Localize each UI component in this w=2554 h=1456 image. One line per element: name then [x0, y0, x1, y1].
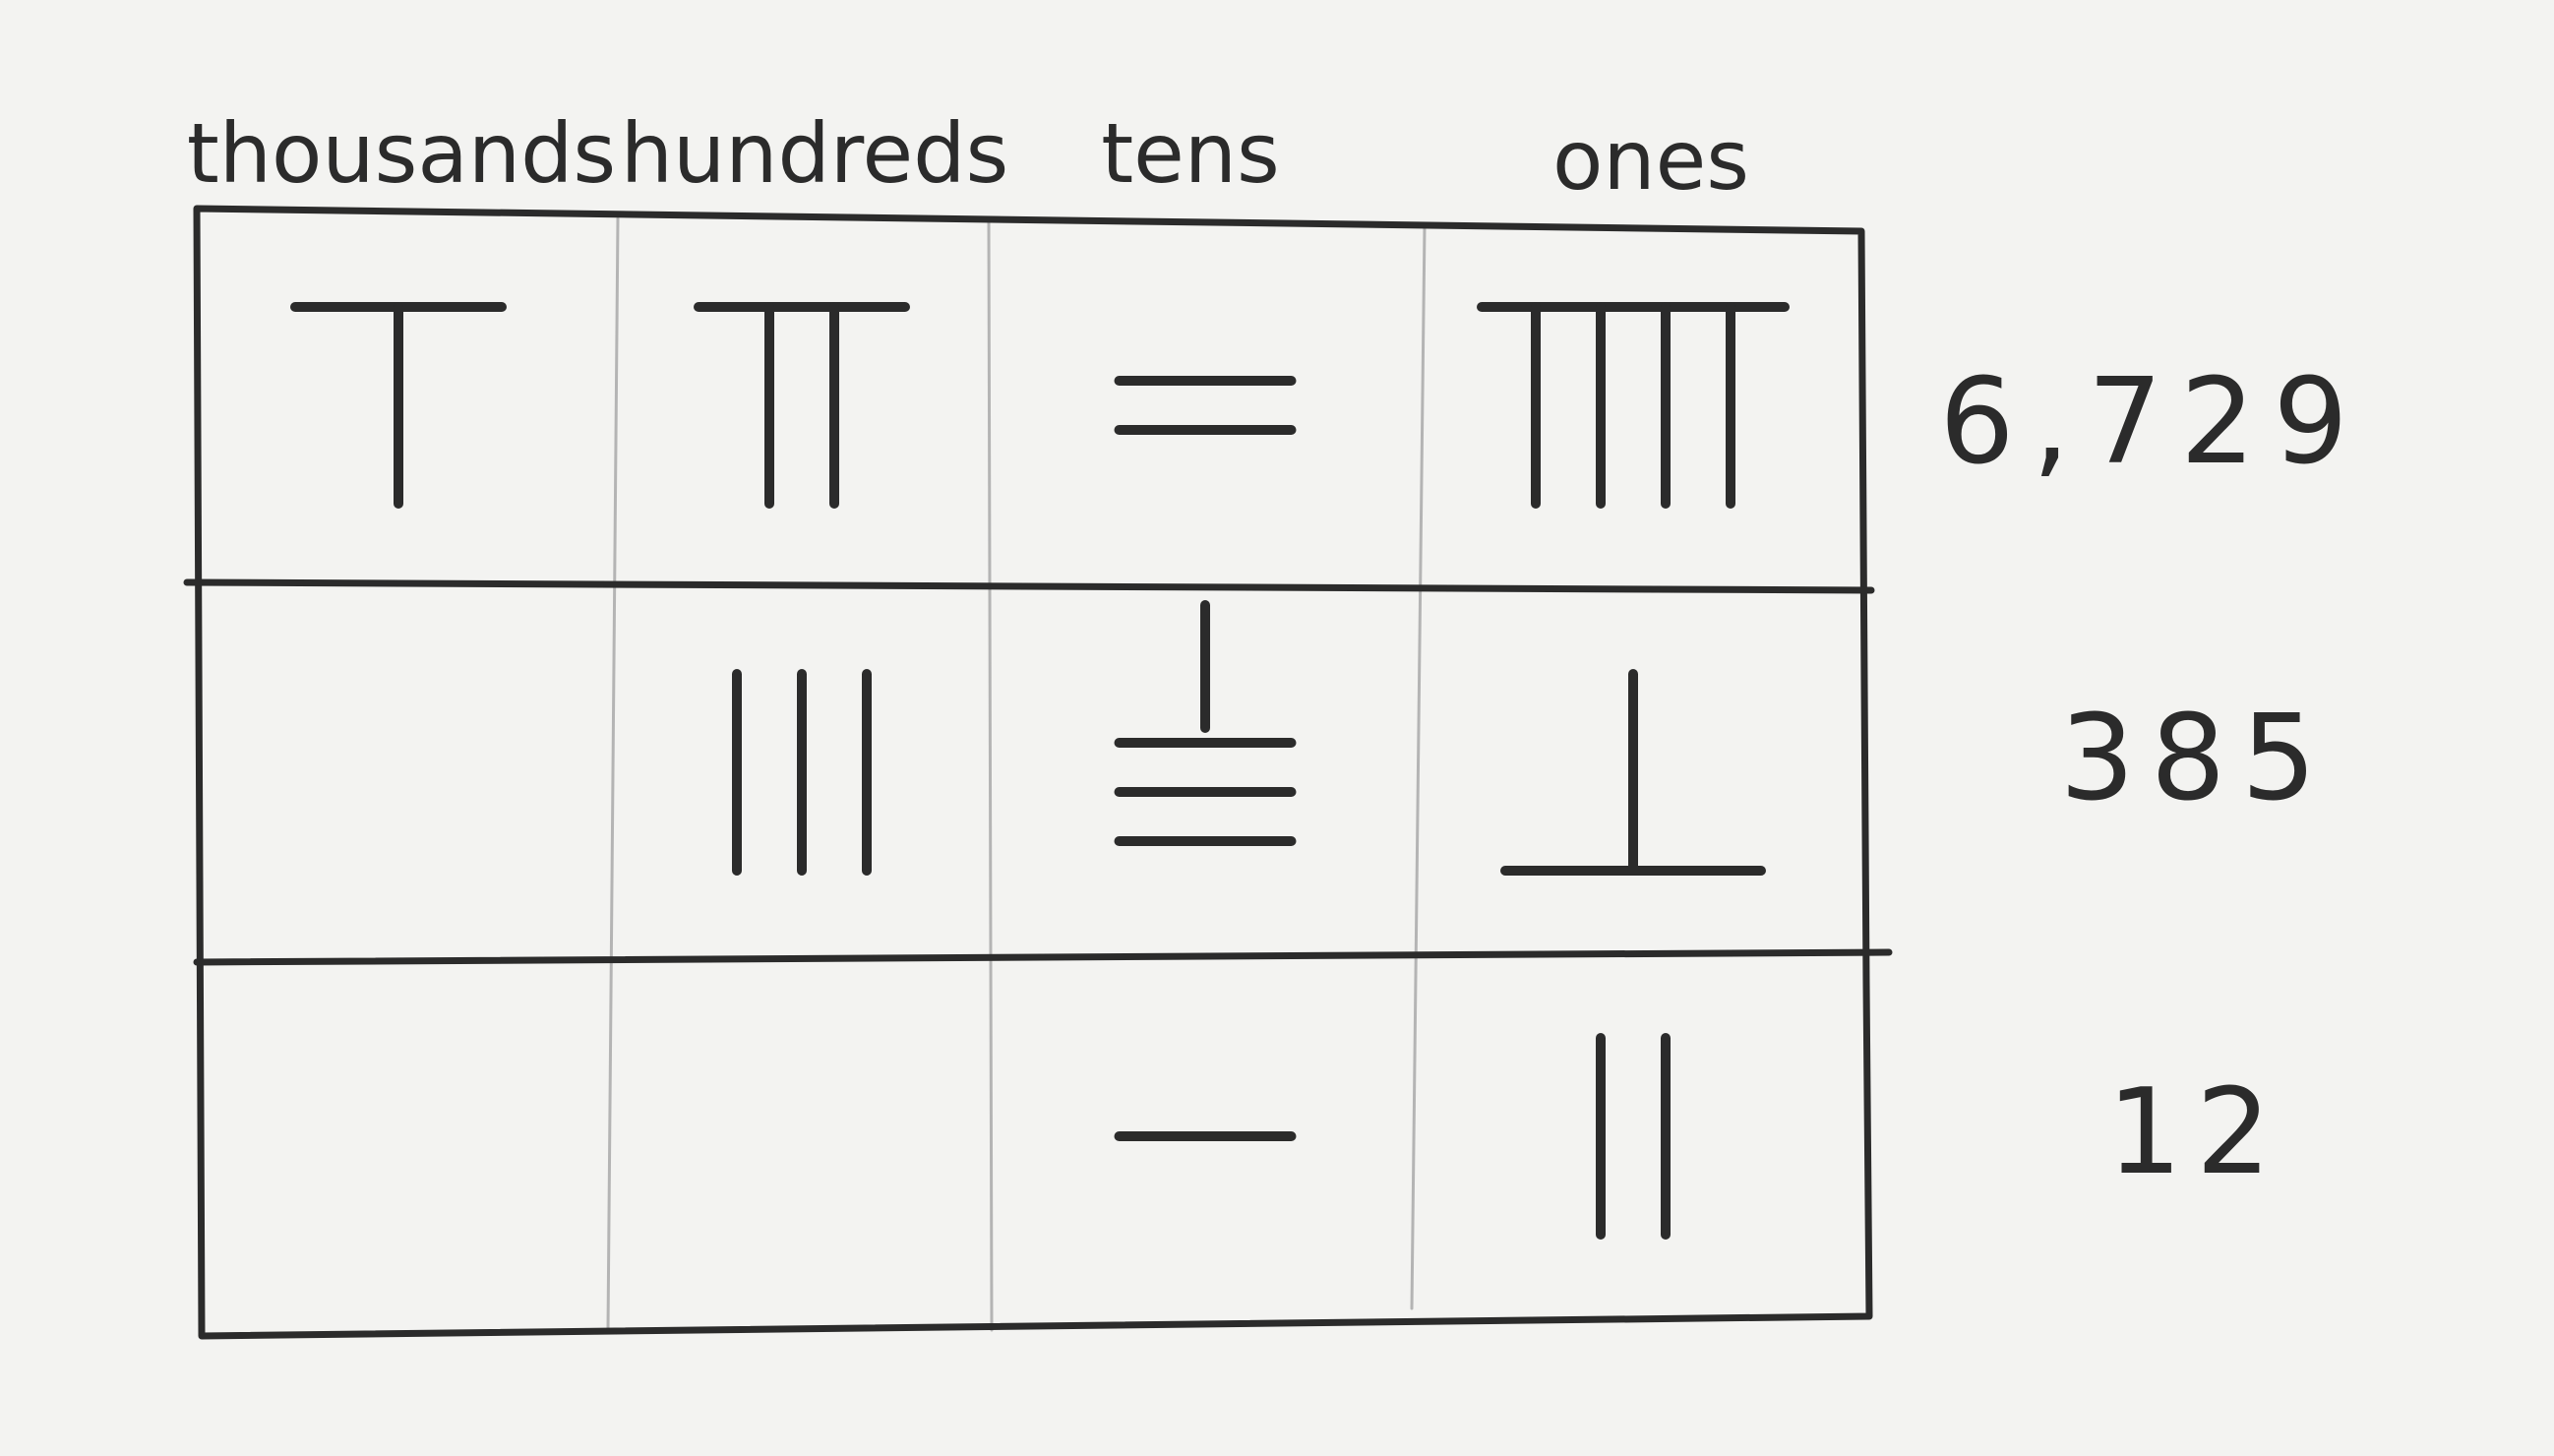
- rod-numeral-tens-8: [1114, 600, 1297, 846]
- row-value: 385: [2059, 691, 2332, 827]
- table-border: [193, 205, 1873, 1340]
- rod-numeral-thousands-6: [290, 302, 507, 509]
- row-value: 6,729: [1939, 354, 2366, 491]
- header-hundreds: hundreds: [621, 105, 1009, 202]
- rod-numerals: [290, 302, 1790, 1240]
- place-value-table: [183, 205, 1893, 1340]
- rod-numeral-ones-5: [1500, 669, 1766, 876]
- row-divider: [183, 578, 1875, 594]
- row-values: 6,729 385 12: [1939, 354, 2366, 1201]
- header-ones: ones: [1552, 112, 1749, 209]
- rod-numeral-ones-2: [1596, 1033, 1671, 1240]
- rod-numeral-tens-2: [1114, 376, 1297, 435]
- row-value: 12: [2107, 1064, 2285, 1201]
- rod-numeral-ones-9: [1477, 302, 1790, 509]
- header-thousands: thousands: [187, 105, 616, 202]
- rod-numeral-hundreds-3: [732, 669, 872, 876]
- row-divider: [193, 948, 1893, 966]
- rod-numeral-hundreds-7: [694, 302, 910, 509]
- column-headers: thousands hundreds tens ones: [187, 105, 1749, 209]
- column-divider: [987, 219, 994, 1332]
- header-tens: tens: [1101, 105, 1280, 202]
- column-divider: [1410, 224, 1427, 1310]
- column-divider: [606, 216, 620, 1330]
